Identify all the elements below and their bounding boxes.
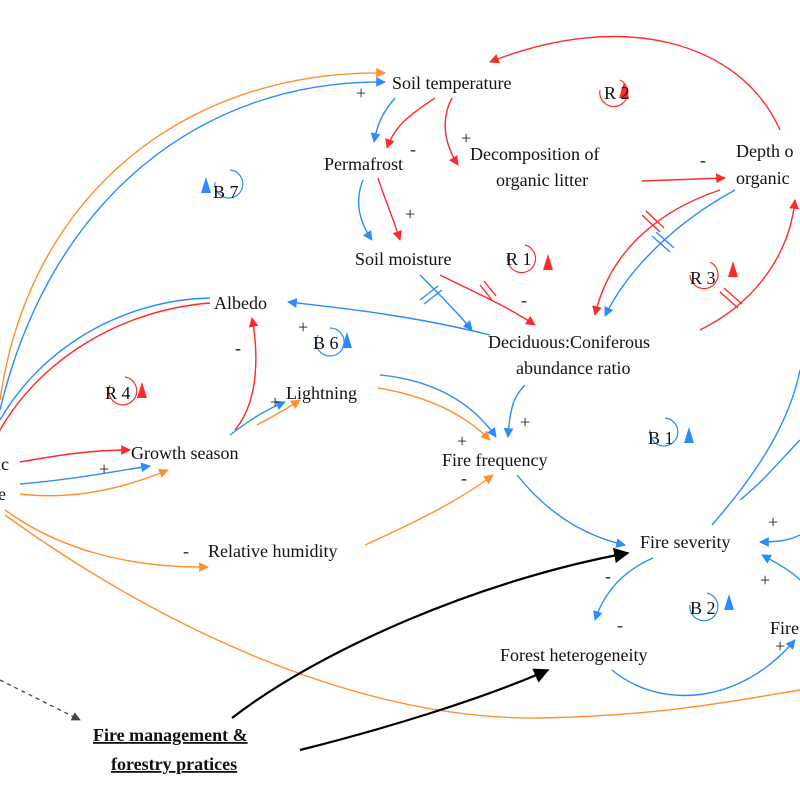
link-deciduous-to-albedo xyxy=(287,298,491,336)
link-deciduous-to-depth xyxy=(699,199,799,331)
link-growth-to-lightning-orange xyxy=(256,399,301,426)
link-climate-to-fire-orange xyxy=(4,514,800,719)
link-climate-to-albedo-blue xyxy=(0,297,211,421)
polarity-sign: - xyxy=(605,566,611,586)
var-decomposition-line1: Decomposition of xyxy=(470,144,599,164)
polarity-sign: + xyxy=(461,128,471,148)
var-soil-temperature: Soil temperature xyxy=(392,73,511,93)
loop-label-b2: B 2 xyxy=(690,598,716,618)
link-soilmoisture-to-deciduous-blue xyxy=(419,274,473,331)
loop-label-b6: B 6 xyxy=(313,333,339,353)
link-decomposition-to-depth xyxy=(641,173,726,184)
link-soilmoisture-to-deciduous xyxy=(439,274,536,326)
polarity-sign: + xyxy=(457,431,467,451)
link-right-to-severity-2 xyxy=(761,554,800,581)
link-right-to-severity-1 xyxy=(759,534,800,547)
loop-label-r2: R 2 xyxy=(604,83,630,103)
polarity-sign: - xyxy=(617,615,623,635)
polarity-sign: + xyxy=(405,204,415,224)
link-heterogeneity-to-fire xyxy=(611,639,796,697)
link-climate-to-soiltemp-orange xyxy=(0,67,386,401)
link-severity-to-right-1 xyxy=(711,369,800,526)
link-firefreq-to-severity xyxy=(516,474,626,548)
link-growth-to-albedo xyxy=(234,317,259,431)
loop-label-b1: B 1 xyxy=(648,428,674,448)
link-depth-to-soiltemp xyxy=(489,35,781,131)
link-external-to-management xyxy=(0,679,81,721)
link-soiltemp-to-permafrost-blue xyxy=(370,97,396,143)
link-management-to-heterogeneity xyxy=(299,668,550,752)
link-permafrost-to-soilmoisture-blue xyxy=(357,179,373,241)
link-climate-to-growth xyxy=(19,445,131,463)
var-deciduous-line2: abundance ratio xyxy=(516,358,630,378)
var-lightning: Lightning xyxy=(286,383,357,403)
polarity-sign: + xyxy=(520,412,530,432)
var-permafrost: Permafrost xyxy=(324,154,403,174)
var-fire-partial: Fire xyxy=(770,618,799,638)
var-depth-organic-line2: organic xyxy=(736,168,790,188)
polarity-sign: + xyxy=(298,317,308,337)
var-fire-severity: Fire severity xyxy=(640,532,730,552)
polarity-sign: + xyxy=(99,459,109,479)
var-fire-management-line1: Fire management & xyxy=(93,725,248,745)
polarity-sign: + xyxy=(270,392,280,412)
var-decomposition-line2: organic litter xyxy=(496,170,588,190)
link-climate-to-humidity xyxy=(4,509,209,573)
link-management-to-severity xyxy=(231,547,630,719)
link-climate-to-growth-orange xyxy=(19,468,169,497)
link-climate-to-albedo-red xyxy=(0,302,211,431)
polarity-sign: + xyxy=(356,83,366,103)
link-soiltemp-to-decomposition xyxy=(444,97,459,166)
link-depth-to-deciduous-blue xyxy=(604,189,736,317)
polarity-sign: - xyxy=(461,468,467,488)
link-severity-to-right-2 xyxy=(739,439,800,501)
link-growth-to-lightning-blue xyxy=(229,400,286,436)
polarity-sign: + xyxy=(768,512,778,532)
link-deciduous-to-firefreq xyxy=(503,384,526,438)
var-growth-season: Growth season xyxy=(131,443,238,463)
var-soil-moisture: Soil moisture xyxy=(355,249,452,269)
polarity-sign: - xyxy=(183,541,189,561)
var-deciduous-line1: Deciduous:Coniferous xyxy=(488,332,650,352)
var-fire-management-line2: forestry pratices xyxy=(111,754,237,774)
polarity-sign: - xyxy=(235,338,241,358)
polarity-sign: + xyxy=(760,570,770,590)
link-soiltemp-to-permafrost xyxy=(385,97,436,149)
polarity-sign: - xyxy=(521,290,527,310)
link-permafrost-to-soilmoisture xyxy=(377,177,402,241)
link-depth-to-deciduous xyxy=(592,189,721,316)
link-climate-to-growth-blue xyxy=(19,462,151,485)
loop-label-r4: R 4 xyxy=(105,383,131,403)
link-humidity-to-firefreq xyxy=(364,474,494,546)
loop-label-r3: R 3 xyxy=(690,268,716,288)
polarity-sign: + xyxy=(775,636,785,656)
loop-label-b7: B 7 xyxy=(213,182,239,202)
loop-label-r1: R 1 xyxy=(506,249,532,269)
link-severity-to-heterogeneity xyxy=(593,557,654,621)
polarity-sign: - xyxy=(700,150,706,170)
var-climate-partial-line1: ic xyxy=(0,454,9,474)
link-lightning-to-firefreq-blue xyxy=(379,374,497,438)
link-climate-to-soiltemp-blue xyxy=(0,77,386,411)
var-climate-partial-line2: e xyxy=(0,484,6,504)
var-albedo: Albedo xyxy=(214,293,267,313)
var-relative-humidity: Relative humidity xyxy=(208,541,337,561)
var-fire-frequency: Fire frequency xyxy=(442,450,547,470)
link-lightning-to-firefreq-orange xyxy=(377,387,491,441)
var-forest-heterogeneity: Forest heterogeneity xyxy=(500,645,647,665)
var-depth-organic-line1: Depth o xyxy=(736,141,794,161)
polarity-sign: - xyxy=(410,139,416,159)
